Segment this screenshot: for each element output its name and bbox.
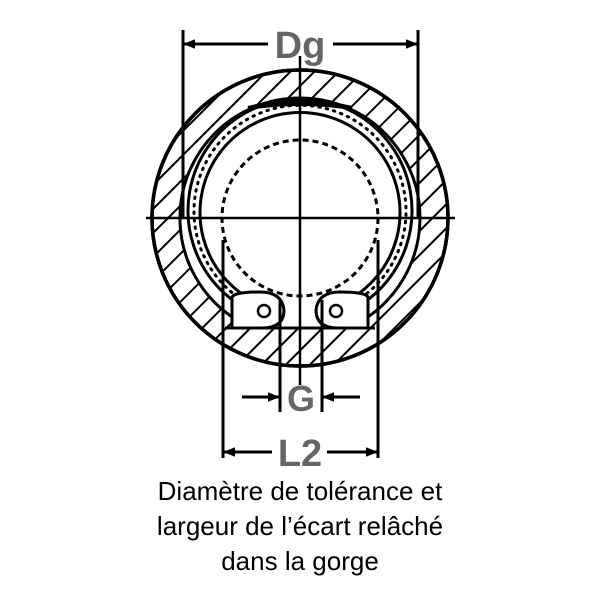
caption-line-3: dans la gorge xyxy=(221,546,379,576)
dimension-g xyxy=(242,300,360,412)
caption-line-2: largeur de l’écart relâché xyxy=(156,511,444,541)
lug-hole-left-icon xyxy=(256,303,272,319)
lug-hole-right-icon xyxy=(328,303,344,319)
caption-line-1: Diamètre de tolérance et xyxy=(157,476,443,506)
circlip-lug-left xyxy=(230,290,286,330)
caption: Diamètre de tolérance et largeur de l’éc… xyxy=(0,474,600,579)
l2-label: L2 xyxy=(278,433,322,475)
g-label: G xyxy=(287,378,315,419)
circlip-lug-right xyxy=(314,290,370,330)
dimension-dg xyxy=(181,30,420,218)
dg-label: Dg xyxy=(275,25,326,67)
dimension-l2 xyxy=(221,240,380,458)
center-lines xyxy=(146,56,455,385)
